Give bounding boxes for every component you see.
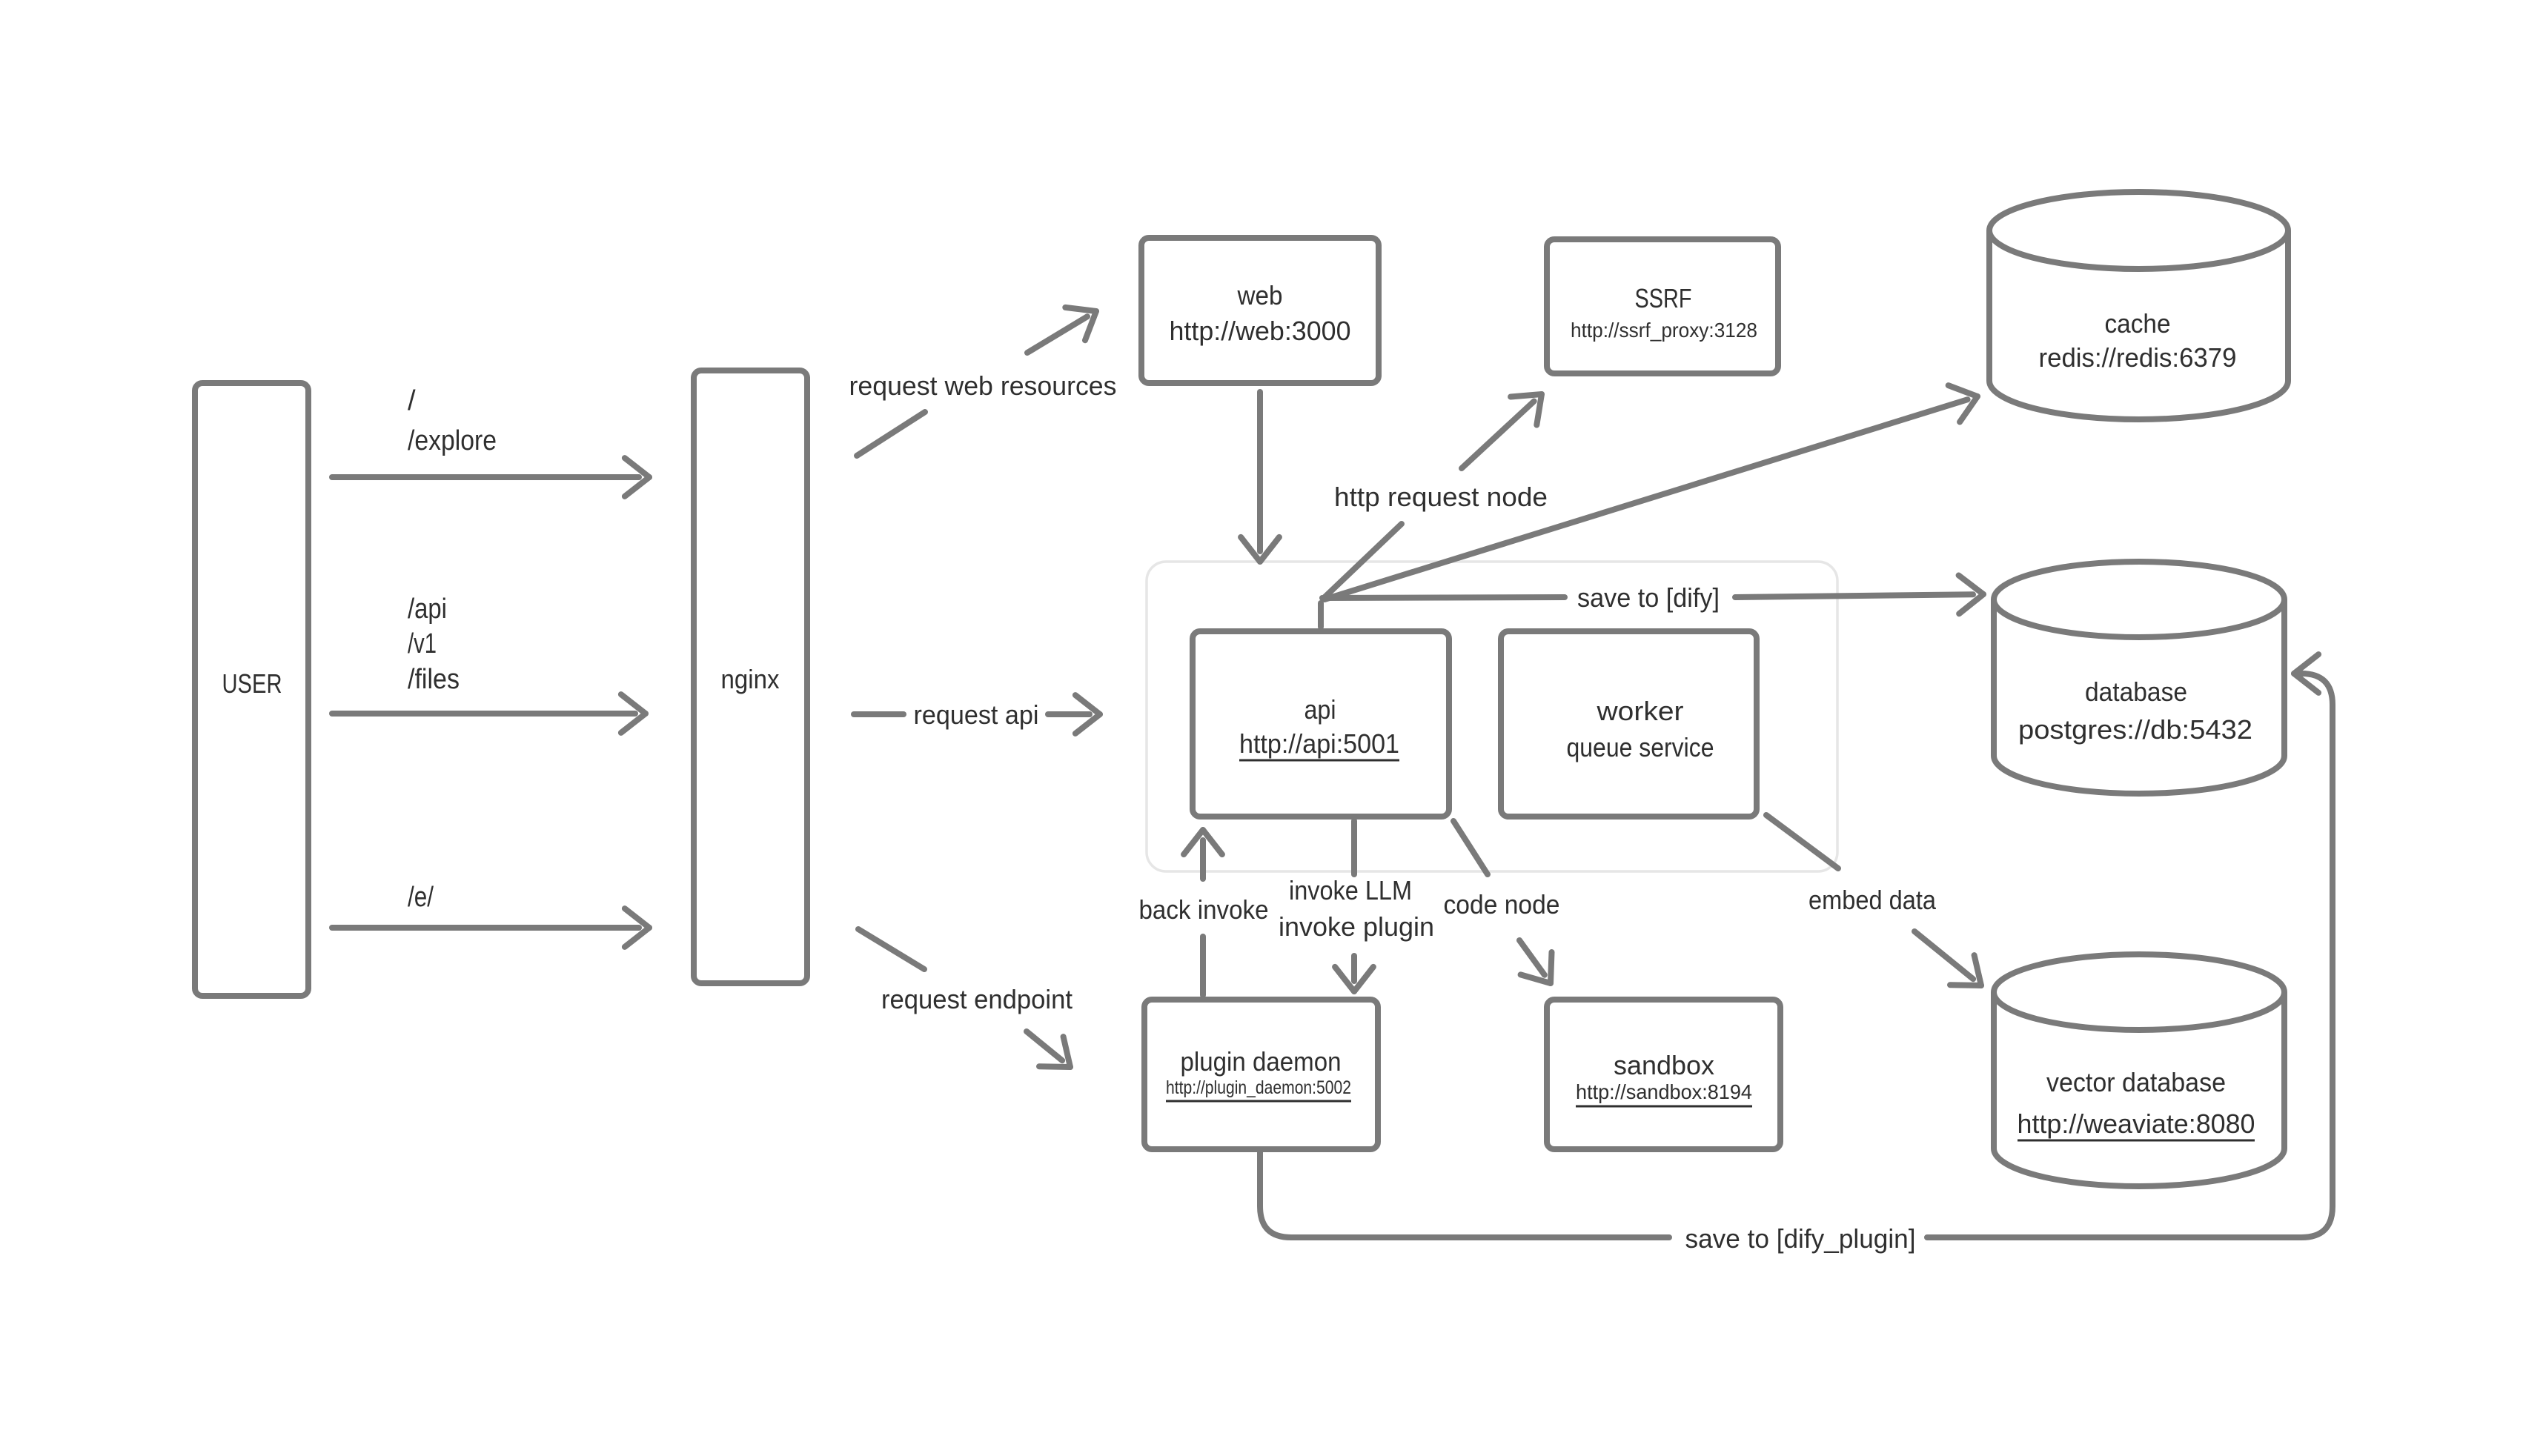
svg-text:web: web [1237,280,1283,310]
svg-text:http://web:3000: http://web:3000 [1170,316,1351,346]
svg-text:USER: USER [222,668,282,699]
svg-text:nginx: nginx [721,664,780,694]
svg-text:/v1: /v1 [408,628,437,659]
svg-text:invoke plugin: invoke plugin [1279,911,1434,942]
svg-text:http://sandbox:8194: http://sandbox:8194 [1576,1080,1752,1103]
svg-text:request web resources: request web resources [849,370,1117,401]
svg-text:postgres://db:5432: postgres://db:5432 [2018,714,2252,745]
svg-text:/api: /api [408,594,447,625]
svg-text:request api: request api [914,699,1039,730]
svg-text:SSRF: SSRF [1635,283,1692,313]
svg-text:vector database: vector database [2046,1067,2226,1097]
svg-text:/: / [408,385,416,416]
svg-text:embed data: embed data [1808,885,1937,915]
svg-text:database: database [2085,677,2187,707]
svg-text:queue service: queue service [1567,732,1714,762]
svg-text:code node: code node [1444,889,1560,920]
svg-text:http://ssrf_proxy:3128: http://ssrf_proxy:3128 [1571,319,1757,342]
svg-text:http://weaviate:8080: http://weaviate:8080 [2018,1108,2255,1139]
svg-text:http request node: http request node [1334,482,1548,512]
svg-text:save to [dify]: save to [dify] [1577,582,1720,613]
svg-text:worker: worker [1596,696,1683,726]
svg-text:http://api:5001: http://api:5001 [1239,728,1399,759]
svg-text:back invoke: back invoke [1139,894,1269,925]
svg-text:redis://redis:6379: redis://redis:6379 [2039,342,2237,373]
svg-text:sandbox: sandbox [1614,1050,1714,1080]
svg-text:plugin daemon: plugin daemon [1181,1046,1342,1077]
svg-text:http://plugin_daemon:5002: http://plugin_daemon:5002 [1166,1077,1351,1098]
svg-text:/e/: /e/ [408,882,434,913]
svg-text:/explore: /explore [408,425,497,456]
svg-text:invoke LLM: invoke LLM [1289,875,1412,905]
svg-text:api: api [1304,694,1336,725]
svg-text:/files: /files [408,664,460,695]
svg-text:cache: cache [2105,308,2171,339]
svg-text:request endpoint: request endpoint [881,984,1072,1014]
svg-text:save to [dify_plugin]: save to [dify_plugin] [1685,1223,1916,1254]
